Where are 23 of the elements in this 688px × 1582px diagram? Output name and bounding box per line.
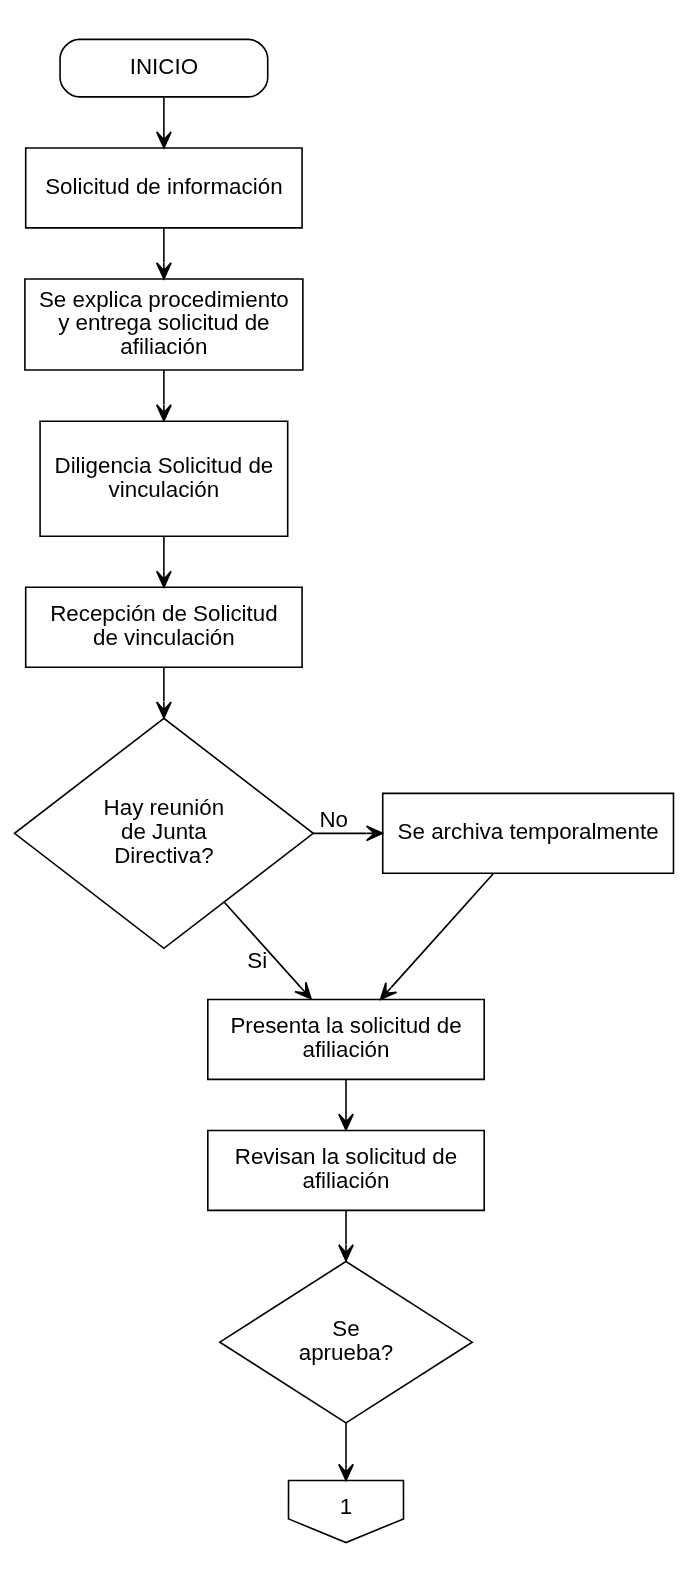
node-box: Se explica procedimiento y entrega solicitud de afiliación bbox=[24, 278, 304, 371]
arrow bbox=[338, 1209, 354, 1262]
arrow bbox=[155, 666, 172, 719]
arrow bbox=[379, 872, 495, 1001]
arrow bbox=[155, 227, 172, 280]
node-box: Recepción de Solicitud de vinculación bbox=[24, 586, 303, 668]
node-box: Presenta la solicitud de afiliación bbox=[207, 998, 485, 1081]
node-box: INICIO bbox=[59, 38, 269, 98]
arrow bbox=[338, 1078, 354, 1131]
edge-label: No bbox=[319, 807, 348, 833]
edge-label: Si bbox=[247, 948, 268, 974]
arrow bbox=[155, 96, 172, 149]
arrow bbox=[155, 535, 172, 588]
node-box: Diligencia Solicitud de vinculación bbox=[39, 420, 289, 537]
node-box: Solicitud de información bbox=[24, 147, 303, 229]
arrow bbox=[312, 825, 384, 842]
node-diamond: Hay reunión de Junta Directiva? bbox=[13, 717, 315, 950]
arrow bbox=[223, 901, 312, 1000]
node-box: Se archiva temporalmente bbox=[381, 792, 675, 875]
node-box: Revisan la solicitud de afiliación bbox=[207, 1129, 485, 1212]
node-diamond: Se aprueba? bbox=[218, 1260, 474, 1424]
arrow bbox=[155, 369, 172, 422]
arrow bbox=[338, 1422, 354, 1482]
